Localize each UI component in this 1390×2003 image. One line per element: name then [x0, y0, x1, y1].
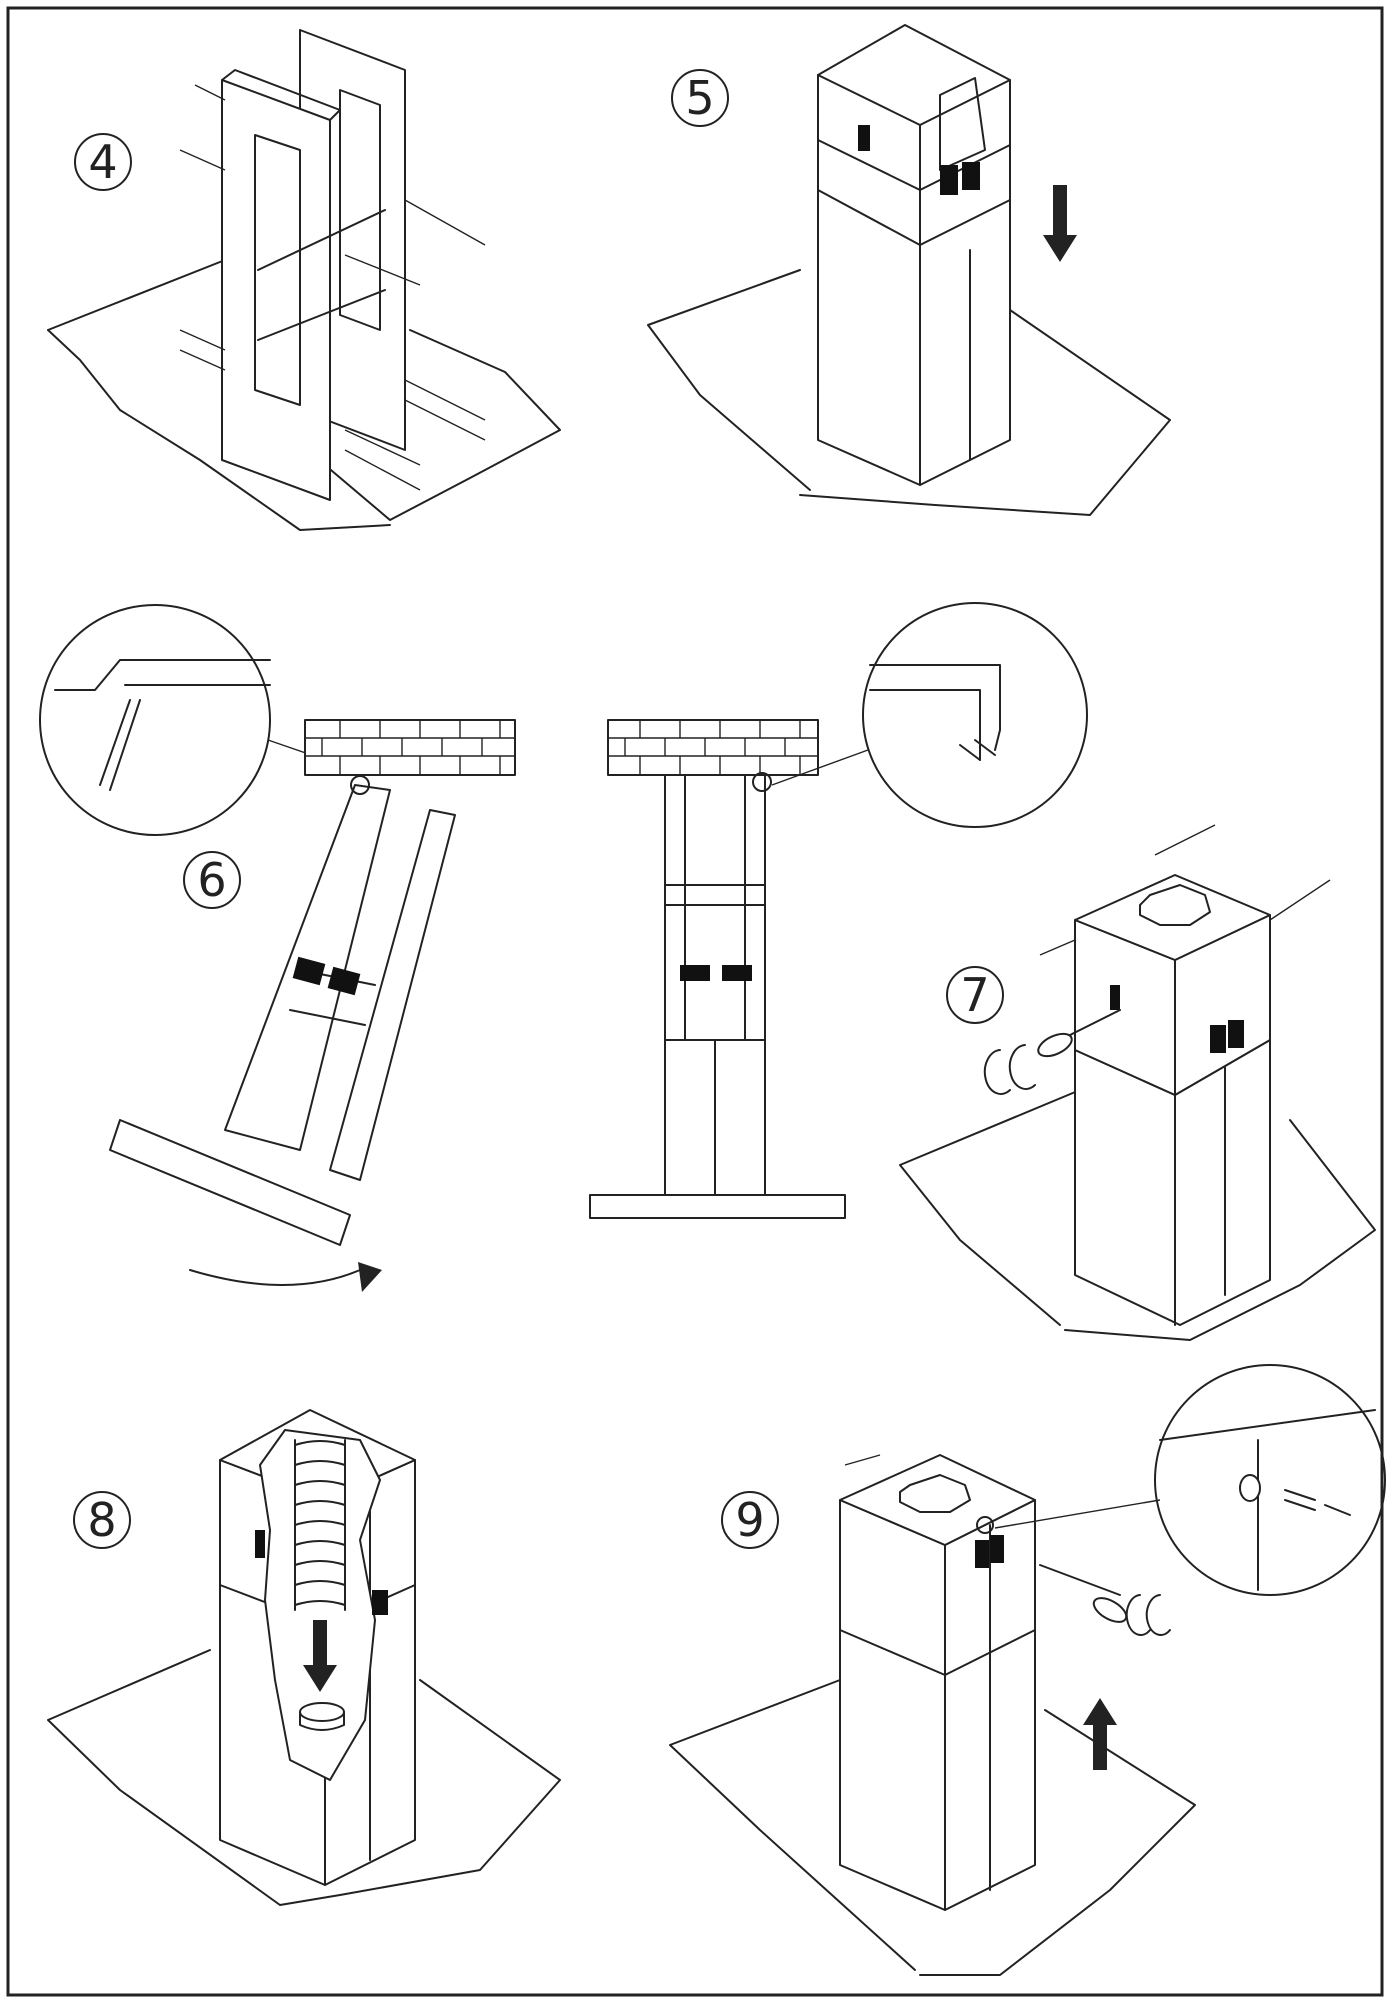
floor-outline — [647, 269, 1171, 516]
hook-detail-circle — [862, 602, 1088, 828]
front-chimney-panel — [221, 79, 331, 501]
step-9-number: 9 — [735, 1493, 764, 1547]
flex-duct-icon — [294, 1439, 346, 1611]
step-7-badge — [946, 966, 1004, 1024]
chimney-body — [839, 1499, 1036, 1911]
screwdriver-icon — [1037, 1009, 1121, 1058]
hook-detail-circle — [39, 604, 271, 836]
step-5-number: 5 — [685, 71, 714, 125]
outlet-collar — [299, 1702, 345, 1722]
floor-outline — [669, 1679, 1196, 1976]
step-4-figure: 4 — [47, 29, 561, 531]
step-8-figure: 8 — [47, 1409, 561, 1906]
brick-ceiling — [607, 719, 819, 776]
step-6-figure: 6 — [39, 602, 1088, 1292]
floor-outline — [899, 1089, 1376, 1341]
arrow-up-icon — [1083, 1698, 1117, 1770]
step-8-badge — [73, 1491, 131, 1549]
step-8-number: 8 — [87, 1493, 116, 1547]
screw-icon — [179, 84, 486, 491]
chimney-top — [839, 1454, 1036, 1546]
tilted-hood — [109, 1119, 351, 1246]
rotate-arrow-icon — [189, 1269, 361, 1286]
chimney-top — [1074, 874, 1271, 961]
lower-chimney-sleeve — [817, 139, 1011, 486]
rotate-icon — [983, 1044, 1036, 1095]
octagon-opening — [1139, 884, 1211, 926]
floor-outline — [47, 1649, 561, 1906]
step-9-figure: 9 — [669, 1364, 1386, 1976]
step-6-number: 6 — [197, 853, 226, 907]
step-7-figure — [899, 824, 1376, 1341]
hood-base — [589, 1194, 846, 1219]
step-4-badge — [74, 133, 132, 191]
step-7-number: 7 — [960, 968, 989, 1022]
rotate-icon — [1125, 1594, 1171, 1636]
screwdriver-icon — [1039, 1564, 1128, 1623]
octagon-opening — [899, 1474, 971, 1513]
floor-outline — [47, 259, 561, 521]
arrow-down-icon — [303, 1620, 337, 1692]
brick-ceiling — [304, 719, 516, 776]
sheet-border — [6, 6, 1384, 1997]
step-9-badge — [721, 1491, 779, 1549]
step-5-figure: 5 — [647, 24, 1171, 516]
arrow-down-icon — [1043, 185, 1077, 262]
step-5-badge — [671, 69, 729, 127]
step-4-number: 4 — [88, 135, 117, 189]
cutaway-view — [259, 1429, 381, 1781]
screw-detail-circle — [1154, 1364, 1386, 1596]
step-6-badge — [183, 851, 241, 909]
